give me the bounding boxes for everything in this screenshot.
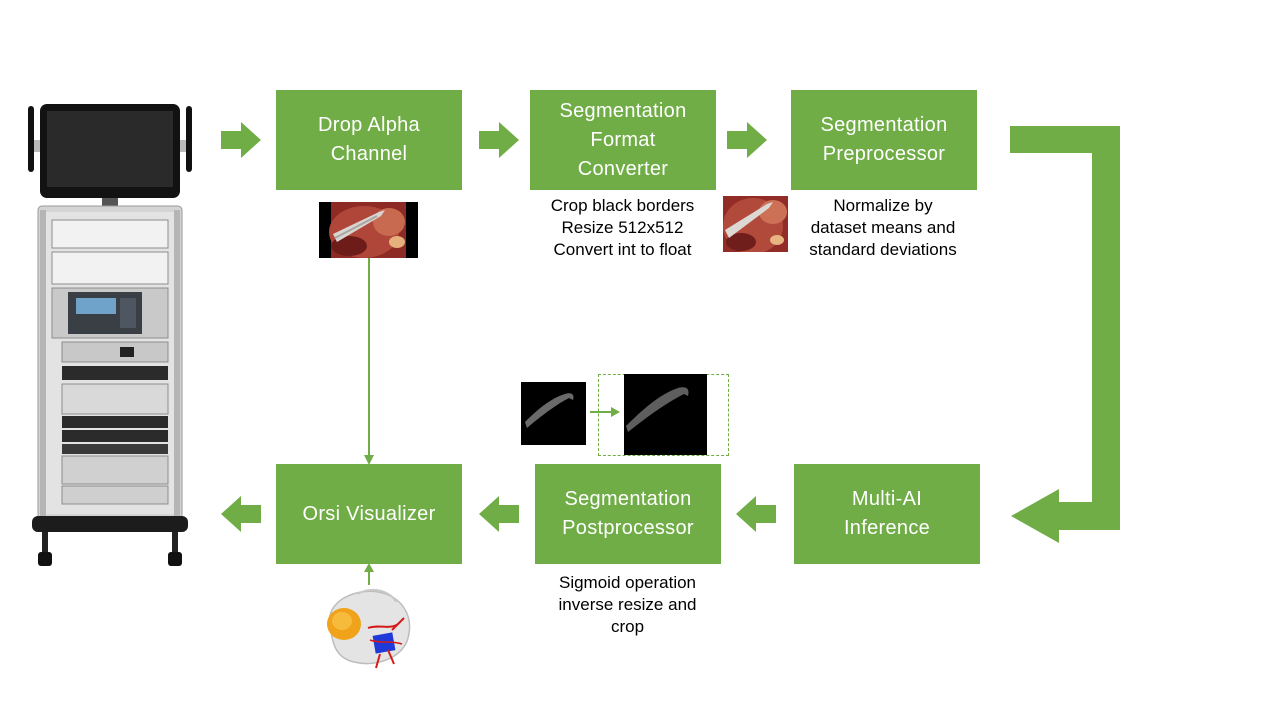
preprocessor-note: Normalize by dataset means and standard … (790, 195, 976, 261)
converter-label-2: Format (590, 128, 656, 151)
arrow-drop-alpha-to-converter (479, 122, 519, 158)
drop-alpha-label-1: Drop Alpha (318, 114, 420, 136)
format-converter-note: Crop black borders Resize 512x512 Conver… (525, 195, 720, 261)
inference-label-1: Multi-AI (851, 488, 923, 510)
drop-alpha-channel-box: Drop Alpha Channel (276, 90, 462, 190)
preprocessor-label-1: Segmentation (820, 114, 948, 136)
segmentation-mask-large (624, 374, 707, 455)
multi-ai-inference-box: Multi-AI Inference (794, 464, 980, 564)
postprocessor-note-line-3: crop (610, 617, 645, 636)
converter-note-line-2: Resize 512x512 (561, 218, 684, 237)
arrowhead-model-to-visualizer (364, 563, 374, 572)
segmentation-mask-small (521, 382, 586, 445)
orsi-visualizer-box: Orsi Visualizer (276, 464, 462, 564)
segmentation-format-converter-box: Segmentation Format Converter (530, 90, 716, 190)
converter-label-1: Segmentation (559, 99, 687, 122)
arrowhead-frame-to-visualizer (364, 455, 374, 465)
converter-label-3: Converter (577, 157, 669, 180)
postprocessor-label-1: Segmentation (564, 488, 692, 510)
segmentation-preprocessor-box: Segmentation Preprocessor (791, 90, 977, 190)
preprocessor-note-line-3: standard deviations (809, 240, 957, 259)
arrow-converter-to-preprocessor (727, 122, 767, 158)
arrow-device-to-drop-alpha (221, 122, 261, 158)
postprocessor-note-line-1: Sigmoid operation (558, 573, 697, 592)
preprocessor-note-line-2: dataset means and (810, 218, 956, 237)
converter-note-line-3: Convert int to float (553, 240, 692, 259)
segmentation-postprocessor-box: Segmentation Postprocessor (535, 464, 721, 564)
postprocessor-label-2: Postprocessor (562, 517, 694, 539)
arrow-postprocessor-to-visualizer (479, 496, 519, 532)
converter-note-line-1: Crop black borders (550, 196, 695, 215)
preprocessor-label-2: Preprocessor (822, 143, 946, 165)
inference-label-2: Inference (843, 517, 931, 539)
visualizer-label: Orsi Visualizer (302, 502, 436, 525)
surgical-frame-cropped-thumbnail (723, 196, 788, 252)
medical-tower-cart-image (28, 104, 192, 566)
preprocessor-note-line-1: Normalize by (833, 196, 933, 215)
postprocessor-note-line-2: inverse resize and (558, 595, 697, 614)
surgical-frame-thumbnail (319, 202, 418, 258)
arrow-inference-to-postprocessor (736, 496, 776, 532)
arrowhead-mask-resize (611, 407, 620, 417)
drop-alpha-label-2: Channel (330, 143, 408, 165)
arrow-preprocessor-to-inference (1010, 126, 1120, 543)
organ-3d-model (327, 588, 411, 669)
postprocessor-note: Sigmoid operation inverse resize and cro… (530, 572, 725, 638)
arrow-visualizer-to-output (221, 496, 261, 532)
